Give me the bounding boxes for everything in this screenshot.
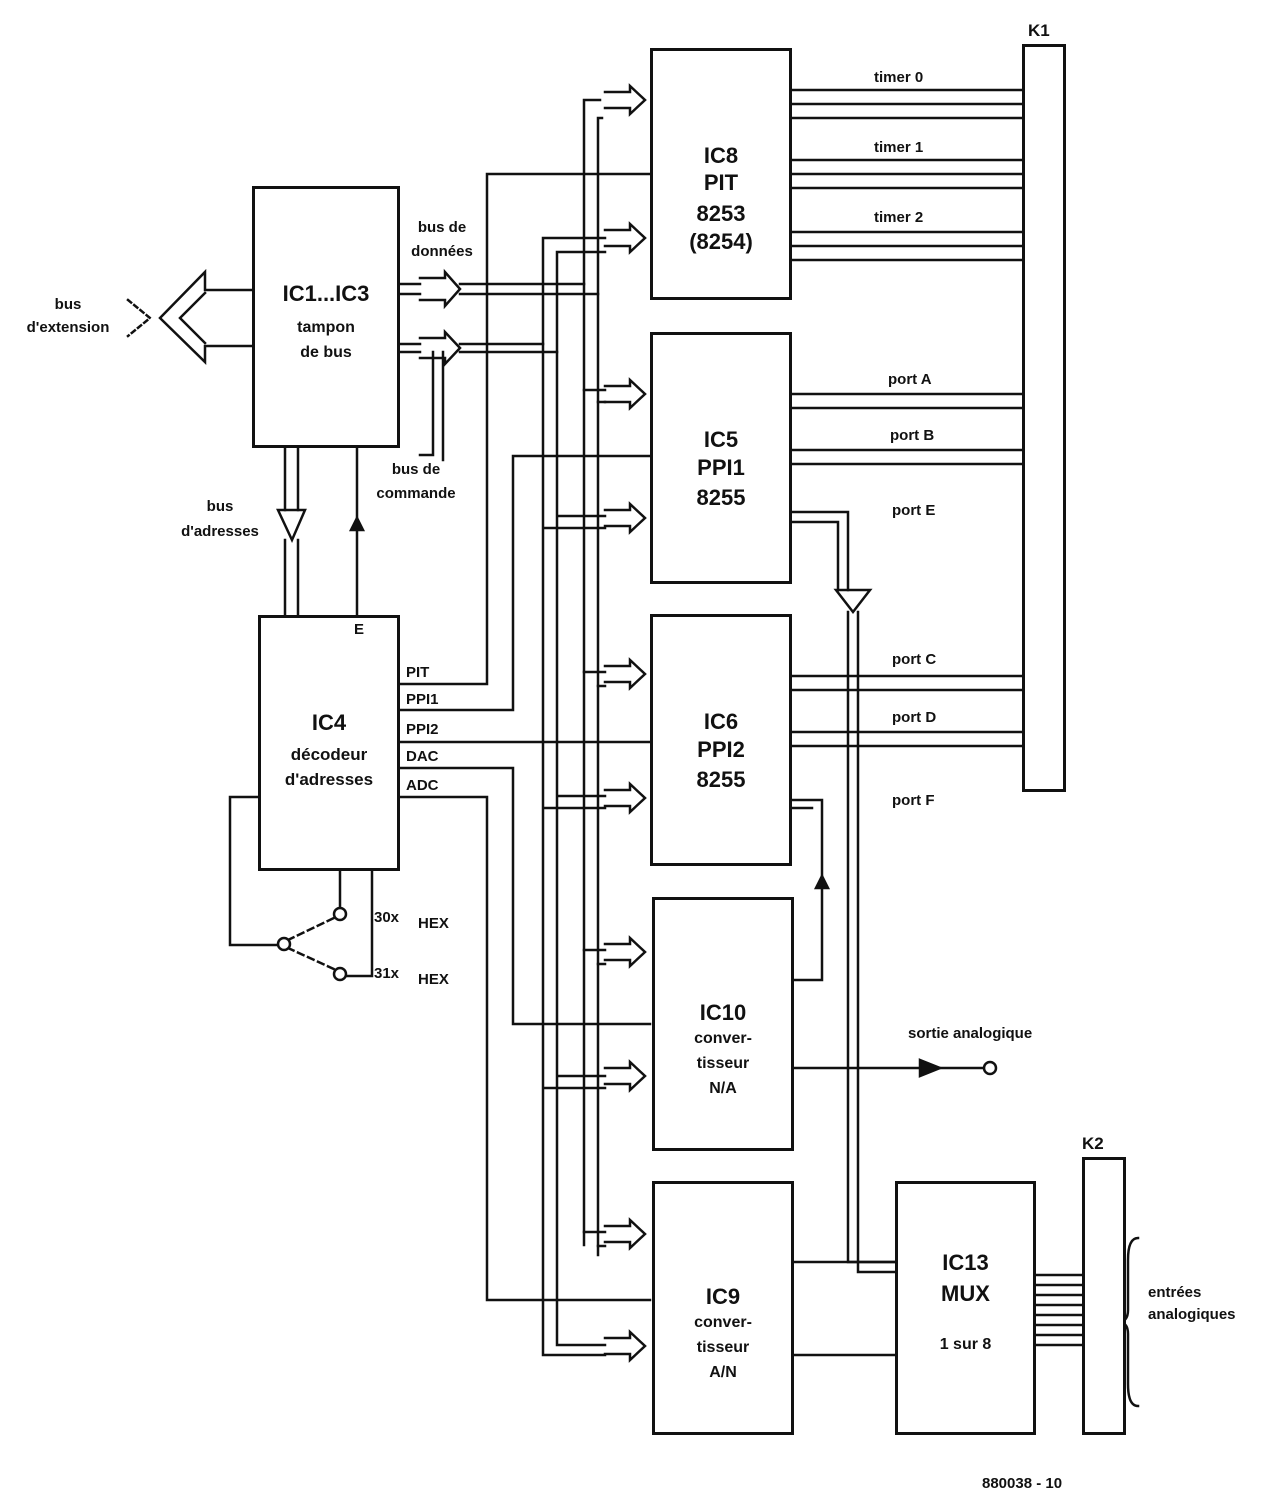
- dac-block: IC10 conver- tisseur N/A: [652, 897, 794, 1151]
- bus-arrow-glyphs: [276, 83, 873, 1363]
- port-f-bus: [790, 798, 824, 982]
- timer0-label: timer 0: [874, 69, 924, 86]
- data-bus-taps: [582, 388, 607, 1248]
- pit-line2: PIT: [703, 170, 739, 195]
- timer-lines: [790, 88, 1024, 262]
- data-bus-label-2: données: [411, 243, 473, 260]
- bus-buffer-block: IC1...IC3 tampon de bus: [252, 186, 400, 448]
- switch-contact-31: [332, 966, 348, 982]
- data-bus-label-1: bus de: [417, 219, 467, 236]
- analog-out-label: sortie analogique: [908, 1025, 1033, 1042]
- switch-unit-31: HEX: [418, 971, 449, 988]
- command-bus-label-2: commande: [376, 485, 456, 502]
- port-e-bus: [790, 510, 897, 1274]
- command-bus-label-1: bus de: [391, 461, 441, 478]
- port-c-label: port C: [892, 651, 937, 668]
- figure-id: 880038 - 10: [982, 1475, 1063, 1492]
- pit-line4: (8254): [689, 229, 753, 254]
- ppi1-block: IC5 PPI1 8255: [650, 332, 792, 584]
- address-bus-label-2: d'adresses: [181, 523, 259, 540]
- analog-in-label-1: entrées: [1148, 1284, 1202, 1301]
- ppi1-title: IC5: [703, 427, 739, 452]
- ppi2-line3: 8255: [696, 767, 746, 792]
- analog-out-arrow: [918, 1058, 944, 1078]
- decoder-out-ppi1: PPI1: [406, 691, 439, 708]
- mux-inputs: [1034, 1273, 1084, 1347]
- decoder-line3: d'adresses: [284, 770, 374, 789]
- k2-connector: [1082, 1157, 1126, 1435]
- port-b-label: port B: [890, 427, 935, 444]
- adc-line4: A/N: [709, 1364, 737, 1381]
- mux-line2: MUX: [941, 1281, 990, 1306]
- port-a-label: port A: [888, 371, 932, 388]
- ppi2-block: IC6 PPI2 8255: [650, 614, 792, 866]
- dac-line2: conver-: [694, 1030, 752, 1047]
- timer1-label: timer 1: [874, 139, 924, 156]
- dac-line4: N/A: [709, 1080, 737, 1097]
- bus-buffer-title: IC1...IC3: [282, 281, 370, 306]
- timer2-label: timer 2: [874, 209, 924, 226]
- extension-bus-stub: [126, 298, 152, 338]
- analog-in-label-2: analogiques: [1148, 1306, 1236, 1323]
- decoder-out-dac: DAC: [406, 748, 439, 765]
- dac-title: IC10: [699, 1000, 747, 1025]
- ppi2-title: IC6: [703, 709, 739, 734]
- command-bus-link: [398, 342, 559, 462]
- data-bus-trunk: [582, 98, 604, 1257]
- address-bus-label-1: bus: [206, 498, 234, 515]
- ppi1-line2: PPI1: [697, 455, 745, 480]
- adc-title: IC9: [705, 1284, 741, 1309]
- k1-label: K1: [1028, 21, 1050, 40]
- decoder-out-ppi2: PPI2: [406, 721, 439, 738]
- decoder-title: IC4: [311, 710, 347, 735]
- analog-out-terminal: [982, 1060, 998, 1076]
- k2-label: K2: [1082, 1134, 1104, 1153]
- ppi1-line3: 8255: [696, 485, 746, 510]
- switch-arms: [286, 915, 338, 972]
- port-d-label: port D: [892, 709, 937, 726]
- data-bus-link: [398, 282, 600, 296]
- switch-unit-30: HEX: [418, 915, 449, 932]
- bus-buffer-line3: de bus: [300, 344, 352, 361]
- port-lines: [790, 392, 1024, 748]
- select-pit: [398, 172, 652, 686]
- port-f-label: port F: [892, 792, 935, 809]
- pit-line3: 8253: [696, 201, 746, 226]
- bus-buffer-line2: tampon: [297, 319, 355, 336]
- switch-addr-31: 31x: [374, 965, 400, 982]
- adc-block: IC9 conver- tisseur A/N: [652, 1181, 794, 1435]
- mux-block: IC13 MUX 1 sur 8: [895, 1181, 1036, 1435]
- address-bus-link: [283, 446, 300, 617]
- select-ppi1: [398, 454, 652, 712]
- decoder-pin-e: E: [354, 621, 365, 638]
- address-lines: [541, 236, 607, 1357]
- select-dac: [398, 766, 652, 1026]
- select-adc: [398, 795, 652, 1302]
- enable-arrow: [348, 515, 366, 532]
- mux-line3: 1 sur 8: [939, 1336, 992, 1353]
- switch-contact-30: [332, 906, 348, 922]
- extension-bus-label-1: bus: [54, 296, 82, 313]
- extension-bus-label-2: d'extension: [26, 319, 110, 336]
- k1-connector: [1022, 44, 1066, 792]
- pit-title: IC8: [703, 143, 739, 168]
- port-f-arrow: [813, 873, 831, 890]
- decoder-out-pit: PIT: [406, 664, 430, 681]
- address-decoder-block: IC4 décodeur d'adresses: [258, 615, 400, 871]
- decoder-out-adc: ADC: [406, 777, 439, 794]
- extension-bus-arrows: [158, 268, 254, 365]
- switch-pole: [276, 936, 292, 952]
- adc-mux-link: [790, 1260, 897, 1357]
- decoder-line2: décodeur: [290, 745, 368, 764]
- adc-line2: conver-: [694, 1314, 752, 1331]
- switch-addr-30: 30x: [374, 909, 400, 926]
- mux-title: IC13: [942, 1250, 989, 1275]
- port-e-label: port E: [892, 502, 936, 519]
- pit-block: IC8 PIT 8253 (8254): [650, 48, 792, 300]
- dac-line3: tisseur: [696, 1055, 750, 1072]
- adc-line3: tisseur: [696, 1339, 750, 1356]
- ppi2-line2: PPI2: [697, 737, 745, 762]
